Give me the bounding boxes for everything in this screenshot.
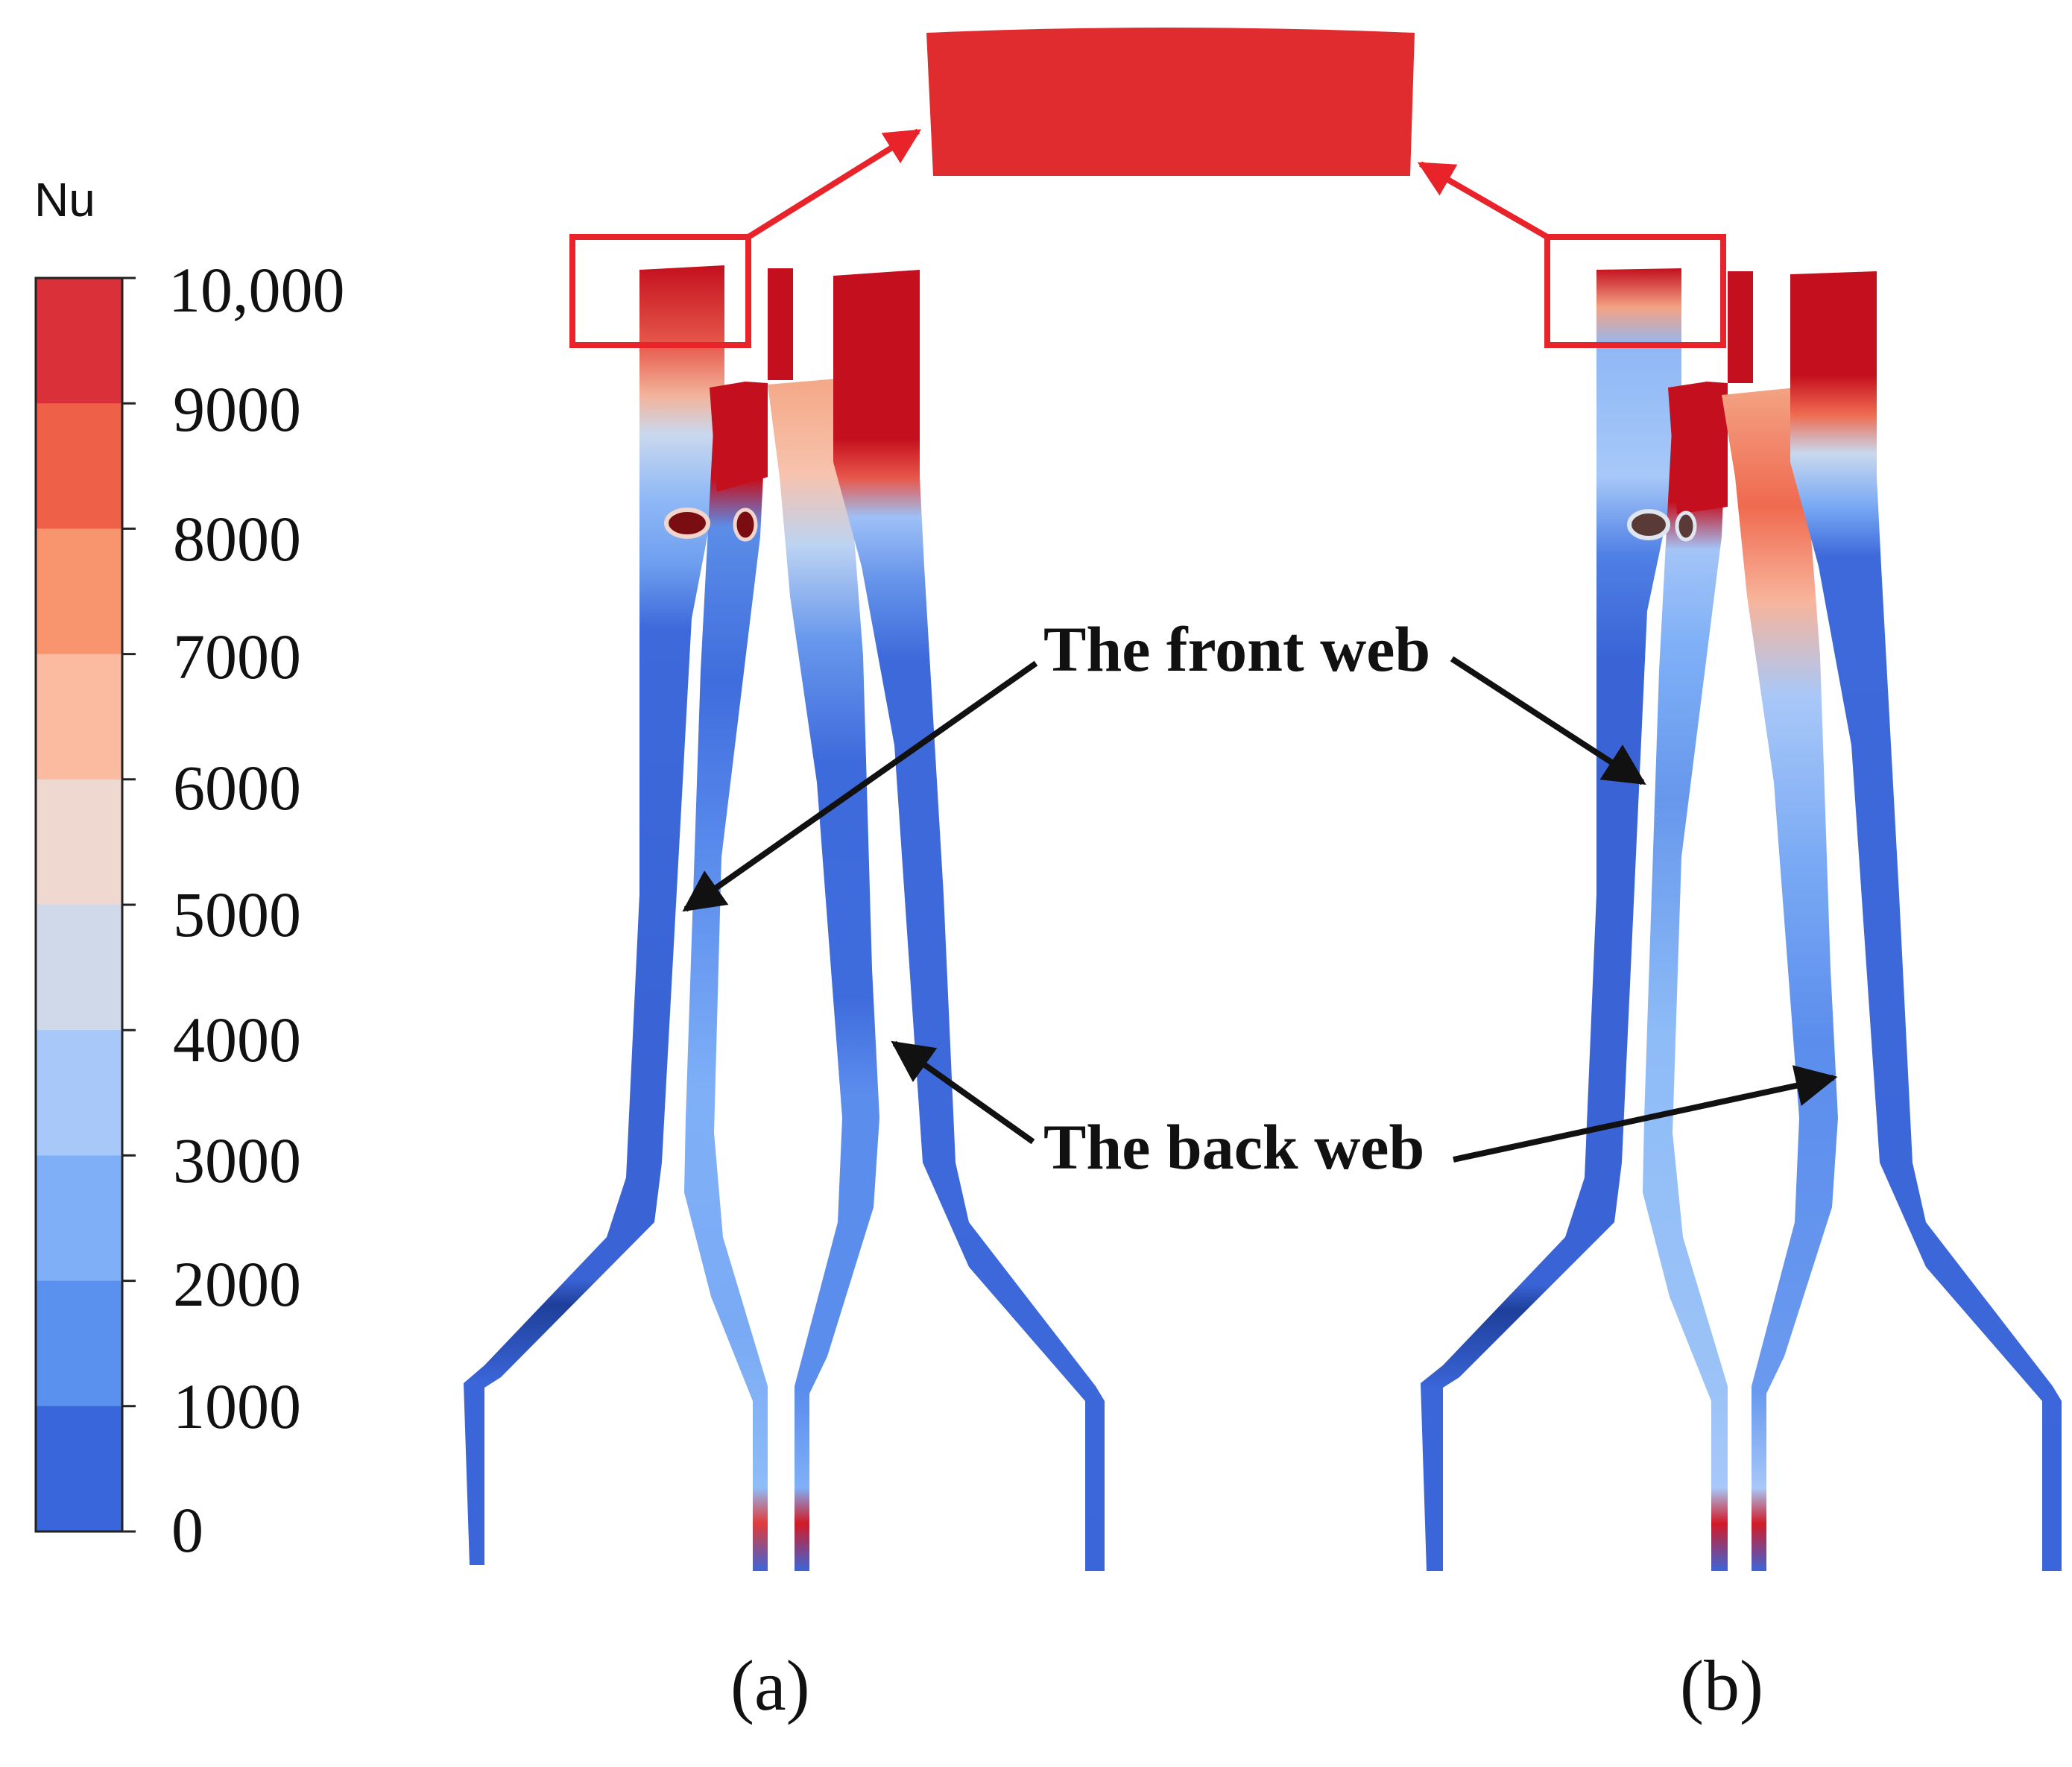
panel-b: (b) — [1417, 161, 2062, 1725]
zoom-arrow-b — [1417, 161, 1549, 240]
callout-back-web-label: The back web — [1043, 1111, 1424, 1183]
colorbar-segment — [36, 654, 122, 780]
colorbar-segments — [36, 278, 122, 1532]
inner-back-web-b — [1722, 388, 1838, 1571]
colorbar-segment — [36, 528, 122, 655]
tick-label-10000: 10,000 — [168, 254, 345, 326]
inner-front-top-b — [1668, 382, 1728, 514]
tick-label-1000: 1000 — [173, 1371, 301, 1442]
panel-label-b: (b) — [1680, 1646, 1763, 1725]
tick-label-8000: 8000 — [173, 503, 301, 575]
callout-front-web-label: The front web — [1043, 613, 1430, 685]
colorbar: Nu 10,000 9000 8000 7000 6000 5000 4000 … — [34, 173, 345, 1566]
tick-label-2000: 2000 — [173, 1248, 301, 1320]
colorbar-segment — [36, 1406, 122, 1532]
tick-label-9000: 9000 — [173, 373, 301, 445]
zoom-inset — [926, 28, 1415, 176]
panel-a: (a) — [464, 128, 1105, 1725]
tick-label-4000: 4000 — [173, 1004, 301, 1075]
panel-label-a: (a) — [730, 1646, 810, 1725]
colorbar-segment — [36, 1155, 122, 1282]
tick-label-0: 0 — [171, 1494, 203, 1566]
cooling-hole-1-a — [664, 508, 710, 539]
colorbar-segment — [36, 403, 122, 529]
center-stem-a — [768, 268, 793, 380]
zoom-arrow-a — [746, 128, 922, 240]
inner-back-web-a — [768, 379, 879, 1571]
cooling-hole-2-b — [1675, 510, 1697, 542]
colorbar-segment — [36, 278, 122, 404]
highlight-box-b — [1544, 234, 1726, 348]
inner-front-top-a — [710, 382, 768, 492]
cooling-hole-2-a — [733, 508, 758, 542]
colorbar-labels: 10,000 9000 8000 7000 6000 5000 4000 300… — [168, 254, 345, 1566]
outer-back-web-a — [833, 270, 1105, 1571]
tick-label-3000: 3000 — [173, 1125, 301, 1196]
highlight-box-a — [569, 234, 751, 348]
center-stem-b — [1728, 271, 1753, 383]
front-web-arrow-a — [682, 660, 1038, 912]
outer-front-web-b — [1421, 268, 1681, 1571]
callout-back-web: The back web — [891, 1040, 1838, 1183]
colorbar-segment — [36, 905, 122, 1031]
back-web-arrow-a — [891, 1040, 1035, 1145]
tick-label-7000: 7000 — [173, 621, 301, 692]
colorbar-ticks — [122, 276, 136, 1533]
colorbar-title: Nu — [34, 173, 95, 227]
colorbar-segment — [36, 779, 122, 905]
back-web-arrow-b — [1453, 1065, 1838, 1163]
outer-back-web-b — [1790, 271, 2062, 1571]
colorbar-segment — [36, 1030, 122, 1156]
front-web-arrow-b — [1450, 656, 1646, 785]
tick-label-5000: 5000 — [173, 879, 301, 950]
cooling-hole-1-b — [1627, 509, 1670, 540]
callout-front-web: The front web — [682, 613, 1646, 912]
colorbar-segment — [36, 1280, 122, 1407]
outer-front-web-a — [464, 265, 724, 1565]
tick-label-6000: 6000 — [173, 752, 301, 824]
inner-front-web-b — [1643, 383, 1728, 1571]
inner-front-web-a — [684, 385, 768, 1571]
